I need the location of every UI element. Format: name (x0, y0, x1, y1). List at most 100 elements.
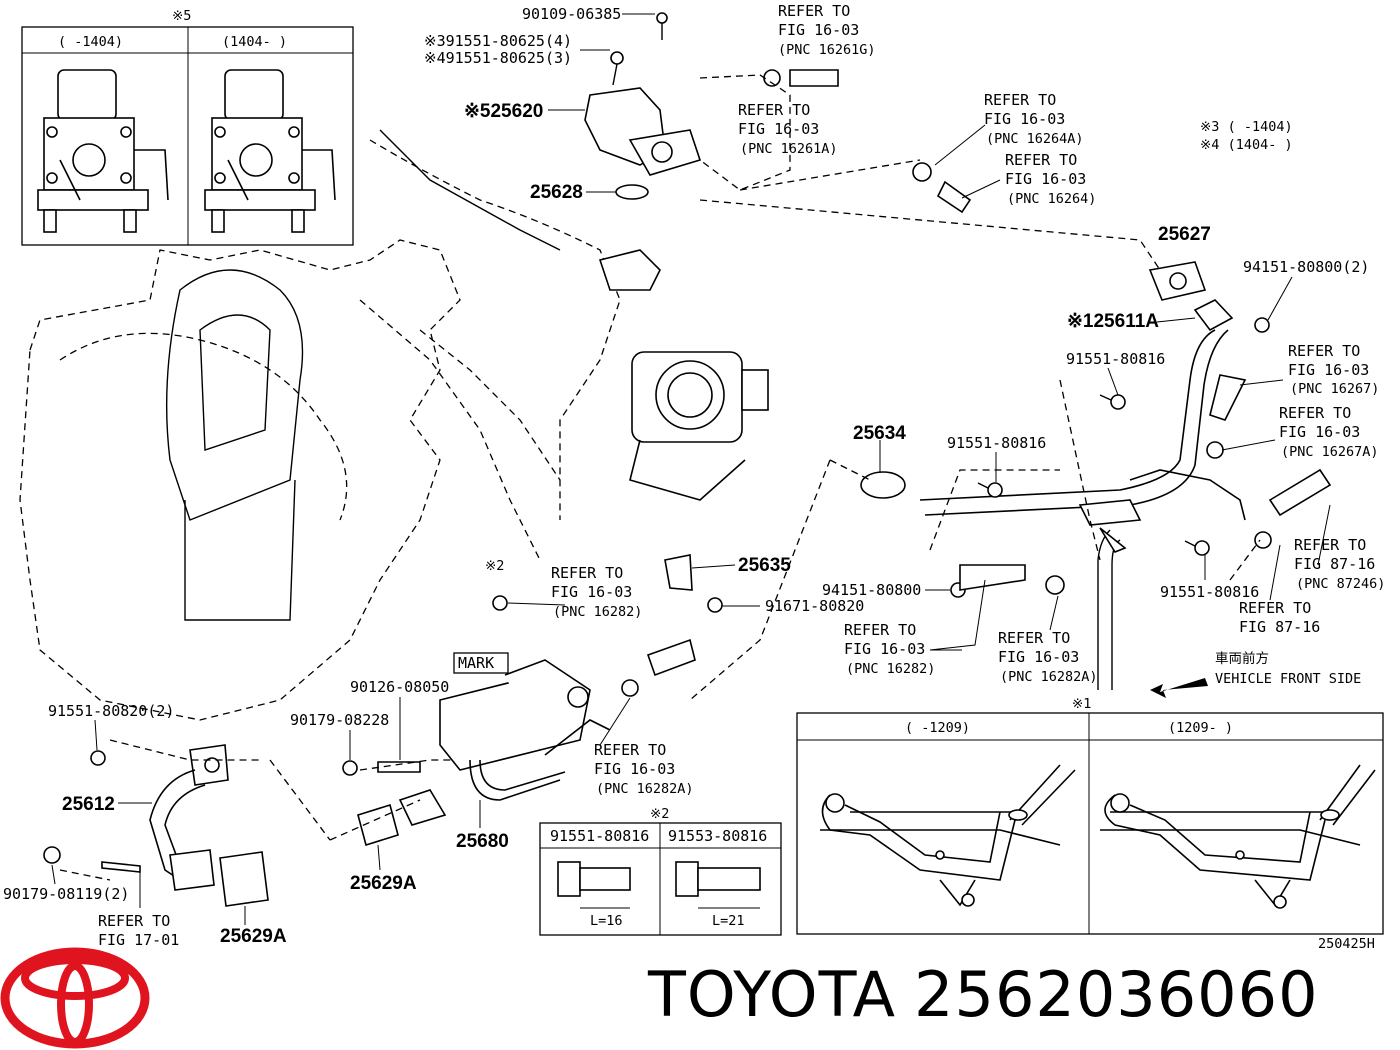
inset-bottom-mark: ※1 (1072, 696, 1091, 712)
label-x2: ※2 (485, 558, 504, 574)
inset-top-col2: (1404- ) (222, 34, 287, 50)
hose-87246-drawing (1268, 468, 1332, 517)
ref-87246-line3: (PNC 87246) (1296, 576, 1385, 592)
ref-16264-line2: FIG 16-03 (1005, 170, 1086, 188)
ref-87-16-line2: FIG 87-16 (1239, 618, 1320, 636)
ref-16282-right-line1: REFER TO (844, 621, 916, 639)
note-x3: ※3 ( -1404) (1200, 119, 1293, 135)
inset-bolts-len1: L=16 (590, 913, 623, 929)
clamp-16264a-drawing (912, 162, 932, 182)
bolt-91551-80820-drawing (90, 750, 106, 766)
ref-17-01-line1: REFER TO (98, 912, 170, 930)
stud-90126-drawing (377, 761, 421, 773)
gasket-25628-drawing (615, 184, 649, 200)
inset-egr-pipe-variants: ※1 ( -1209) (1209- ) (796, 696, 1384, 935)
ref-16267-line1: REFER TO (1288, 342, 1360, 360)
egr-valve-25620-drawing (584, 12, 702, 176)
part-labels: 90109-06385 ※391551-80625(4) ※491551-806… (3, 5, 1369, 947)
inset-bolts-len2: L=21 (712, 913, 745, 929)
ref-16267a-line3: (PNC 16267A) (1281, 444, 1379, 460)
nut-90179-08119-drawing (43, 846, 61, 864)
label-91551-80816-c: 91551-80816 (1160, 583, 1259, 601)
gasket-upper-drawing (398, 789, 447, 826)
clamp-16267a-drawing (1206, 441, 1224, 459)
gasket-25629a-center-drawing (357, 803, 399, 847)
ref-16261g-line1: REFER TO (778, 2, 850, 20)
egr-pipe-early-drawing (820, 764, 1076, 907)
clamp-16282a-left-drawing (621, 679, 639, 697)
ref-16267a-line1: REFER TO (1279, 404, 1351, 422)
label-491551-80625: ※491551-80625(3) (424, 49, 572, 67)
ref-16261a-line3: (PNC 16261A) (740, 141, 838, 157)
label-25629a-left: 25629A (220, 926, 287, 947)
vehicle-front-en: VEHICLE FRONT SIDE (1215, 671, 1361, 687)
clamp-16282a-right-drawing (1045, 575, 1065, 595)
ref-16264-line3: (PNC 16264) (1007, 191, 1096, 207)
ref-16261a-line2: FIG 16-03 (738, 120, 819, 138)
ref-16282-left-line3: (PNC 16282) (553, 604, 642, 620)
ref-16282a-right-line1: REFER TO (998, 629, 1070, 647)
ref-16282a-right-line2: FIG 16-03 (998, 648, 1079, 666)
ref-16264a-line3: (PNC 16264A) (986, 131, 1084, 147)
ref-16282a-left-line3: (PNC 16282A) (596, 781, 694, 797)
label-94151-80800-2: 94151-80800(2) (1243, 258, 1369, 276)
ref-16264a-line1: REFER TO (984, 91, 1056, 109)
mark-box (453, 652, 509, 674)
label-25628: 25628 (530, 182, 583, 203)
reference-notes: REFER TO FIG 16-03 (PNC 16261G) REFER TO… (98, 2, 1385, 949)
inset-bolts-mark: ※2 (650, 806, 669, 822)
ref-16282a-left-line1: REFER TO (594, 741, 666, 759)
note-x4: ※4 (1404- ) (1200, 137, 1293, 153)
figure-code: 250425H (1318, 936, 1375, 952)
inset-top-mark: ※5 (172, 8, 191, 24)
gasket-25629a-left-drawing (219, 851, 269, 907)
clamp-87-16-drawing (1254, 531, 1272, 549)
label-94151-80800: 94151-80800 (822, 581, 921, 599)
bolts-right-drawing (950, 317, 1270, 598)
egr-valve-late-drawing (204, 69, 336, 233)
intake-port-drawing (598, 249, 661, 291)
label-91551-80820-2: 91551-80820(2) (48, 702, 174, 720)
hose-16267-drawing (1209, 374, 1247, 421)
label-91551-80816-b: 91551-80816 (947, 434, 1046, 452)
hose-16282-right-drawing (959, 564, 1026, 591)
ref-16282a-left-line2: FIG 16-03 (594, 760, 675, 778)
egr-cooler-25680-drawing (439, 659, 611, 801)
ref-16267a-line2: FIG 16-03 (1279, 423, 1360, 441)
label-25629a-center: 25629A (350, 873, 417, 894)
label-90109-06385: 90109-06385 (522, 5, 621, 23)
inset-bolt-lengths: ※2 91551-80816 91553-80816 L=16 L=21 (539, 806, 782, 936)
inset-bolts-col1: 91551-80816 (550, 827, 649, 845)
label-90179-08119-2: 90179-08119(2) (3, 885, 129, 903)
stud-17-01-drawing (101, 861, 141, 873)
inset-bolts-col2: 91553-80816 (668, 827, 767, 845)
engine-block-outline (19, 129, 621, 721)
gasket-25634-drawing (860, 471, 906, 499)
hose-16282-left-drawing (646, 638, 696, 677)
label-25612: 25612 (62, 794, 115, 815)
leader-lines (51, 13, 1331, 925)
hose-16261g-drawing (789, 69, 839, 87)
ref-16282a-right-line3: (PNC 16282A) (1000, 669, 1098, 685)
label-91551-80816-a: 91551-80816 (1066, 350, 1165, 368)
ref-87246-line2: FIG 87-16 (1294, 555, 1375, 573)
bracket-25635-drawing (664, 554, 693, 591)
bolt-x2-drawing (492, 595, 508, 611)
ref-16282-left-line1: REFER TO (551, 564, 623, 582)
label-25620: ※525620 (464, 101, 543, 122)
brand-name: TOYOTA (648, 958, 897, 1031)
ref-16282-right-line3: (PNC 16282) (846, 661, 935, 677)
egr-pipe-25612-drawing (149, 744, 229, 891)
egr-pipe-25611a-drawing (919, 261, 1246, 526)
label-mark: MARK (458, 654, 494, 672)
egr-pipe-late-drawing (1100, 764, 1376, 909)
egr-valve-early-drawing (37, 69, 169, 233)
label-25680: 25680 (456, 831, 509, 852)
hose-16264-drawing (936, 180, 972, 214)
label-25627: 25627 (1158, 224, 1211, 245)
ref-16282-right-line2: FIG 16-03 (844, 640, 925, 658)
part-number: 2562036060 (914, 958, 1319, 1031)
inset-bottom-col1: ( -1209) (905, 720, 970, 736)
